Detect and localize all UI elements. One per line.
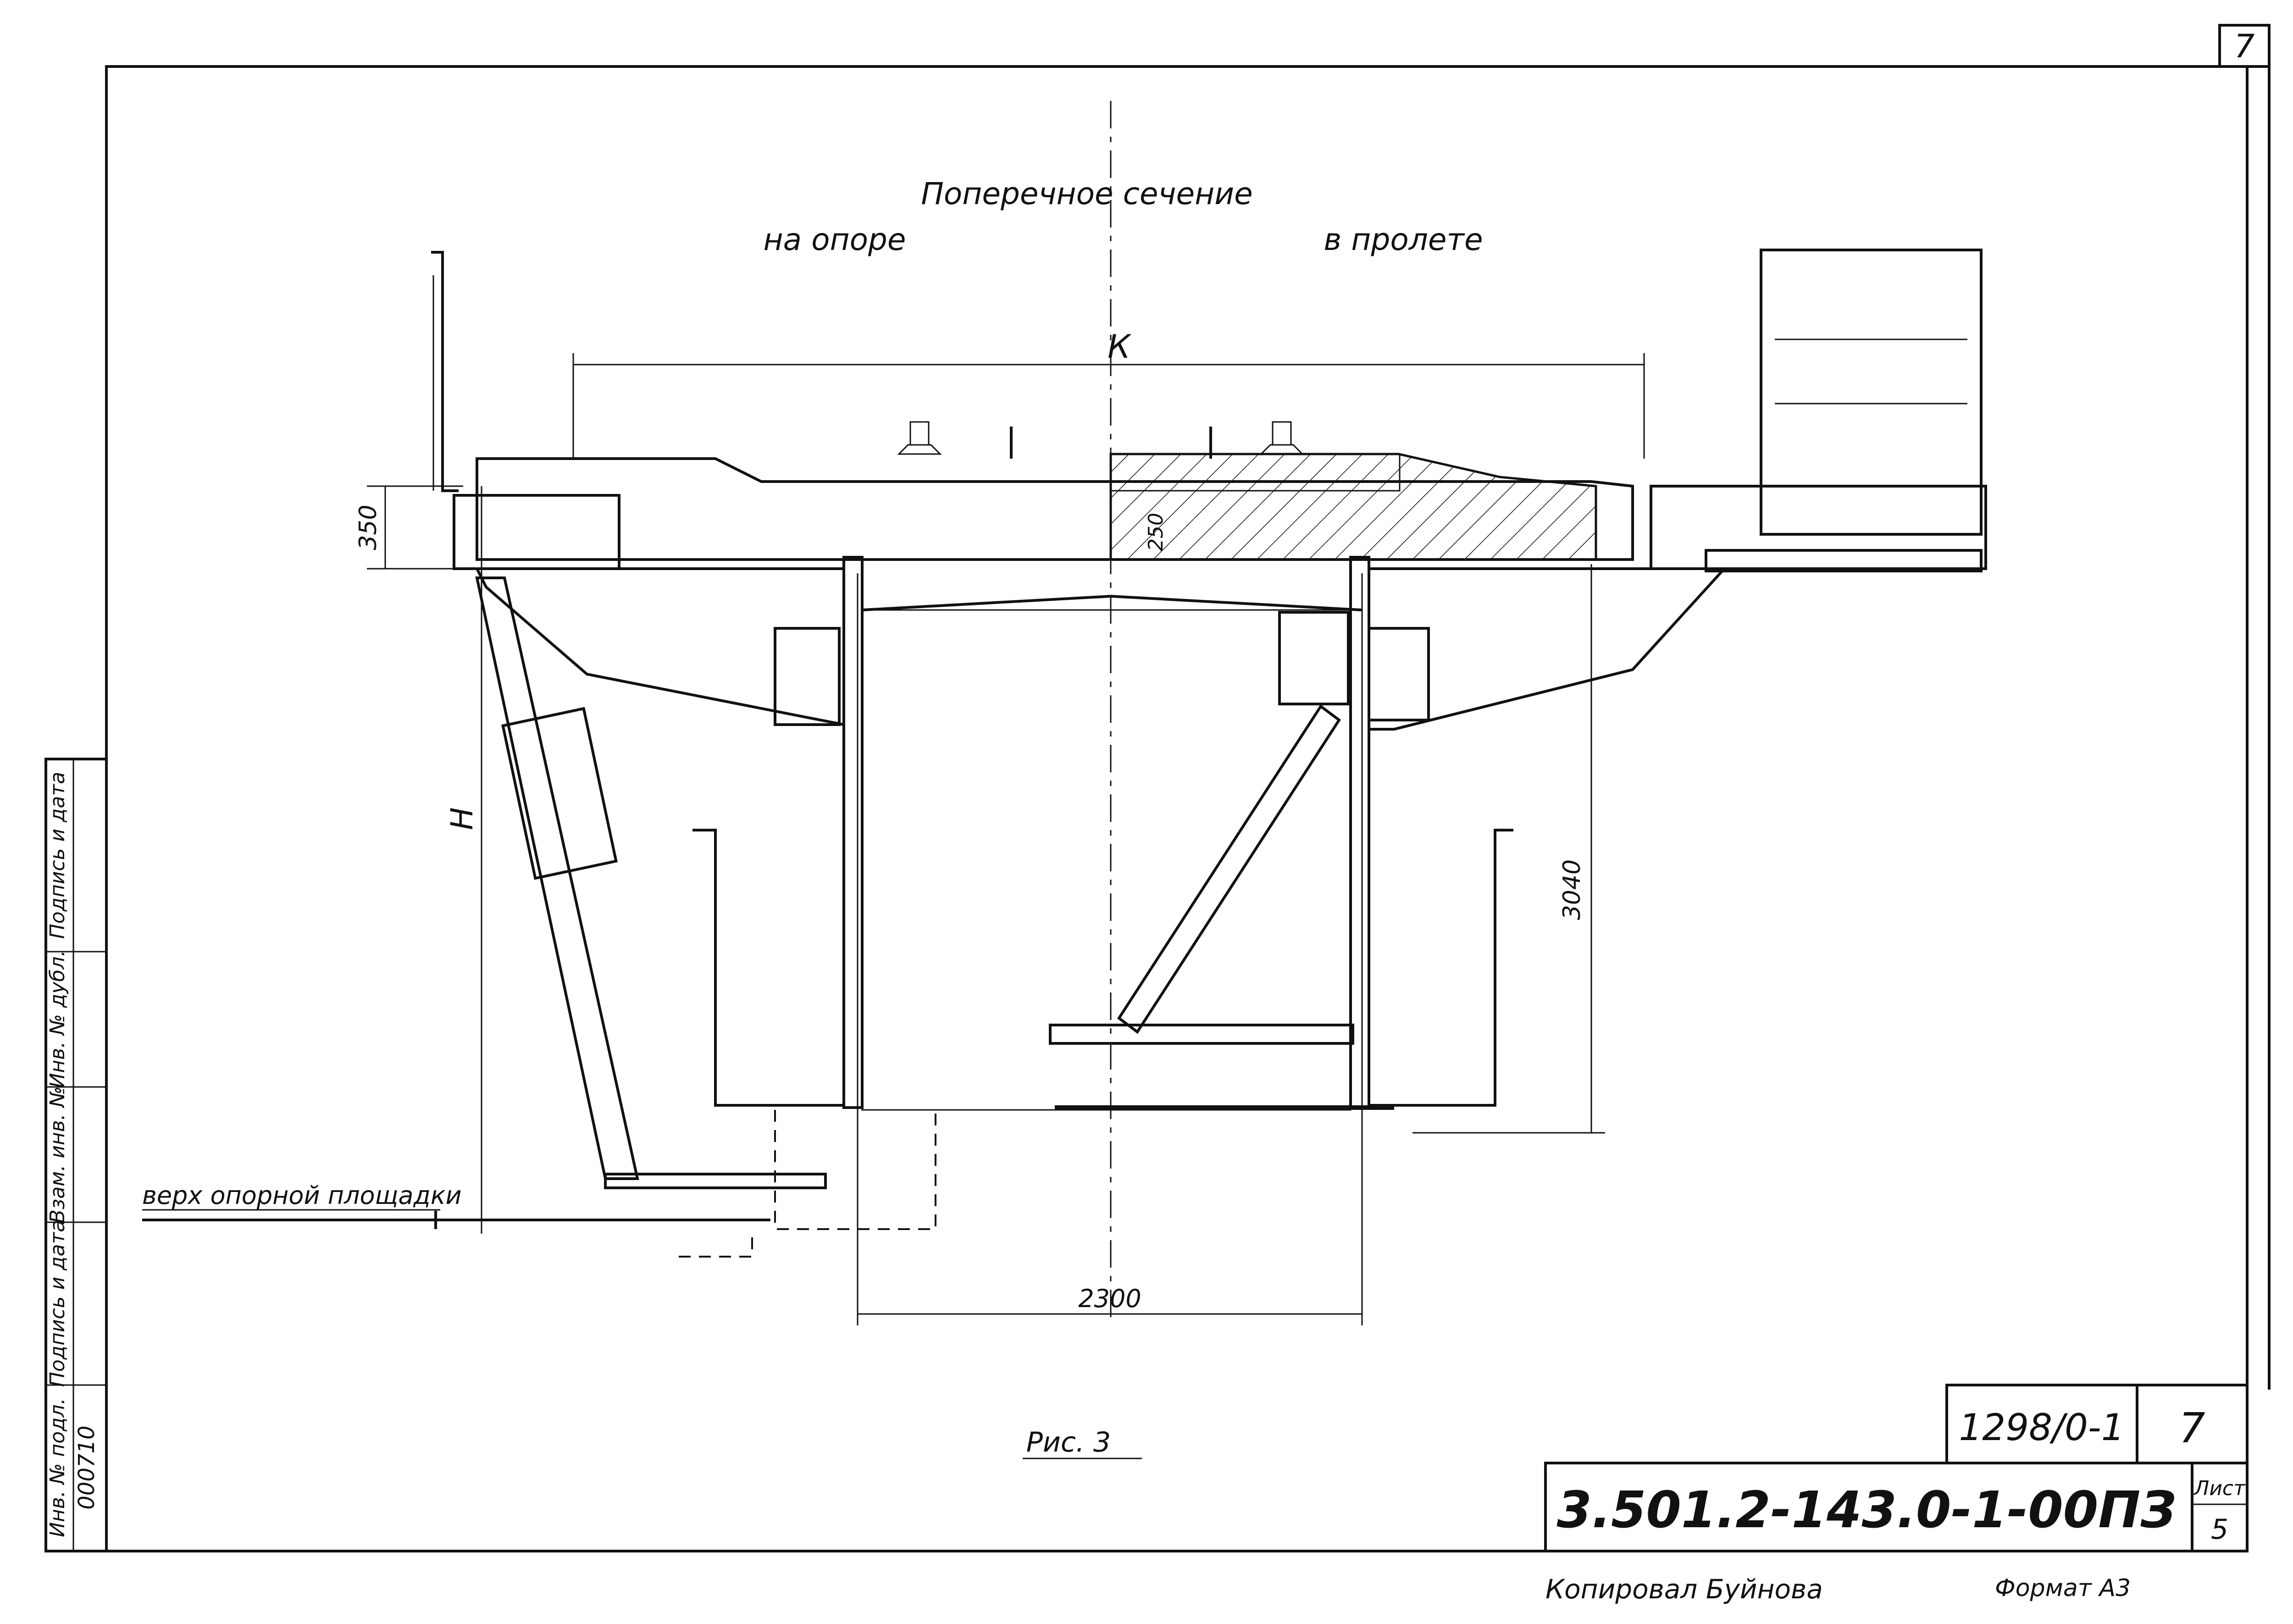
ballast-strip [1110, 453, 1401, 492]
corner-number-box [2218, 24, 2271, 68]
support-strut-brace [501, 707, 618, 880]
walkway-right-frame [1760, 249, 1983, 536]
bracket-left [475, 567, 845, 726]
support-strut-left [475, 576, 639, 1180]
stamp-cell-3: Взам. инв. № [46, 1086, 69, 1224]
stamp-inventory-value: 000710 [74, 1425, 100, 1509]
title-order-no: 1298/0-1 [1959, 1406, 2124, 1449]
support-top-label: верх опорной площадки [142, 1181, 462, 1210]
dim-3040-label: 3040 [1558, 859, 1586, 920]
splice-left [774, 627, 841, 726]
title-order-sheet: 7 [2179, 1404, 2205, 1452]
footer-copied-by: Копировал Буйнова [1545, 1574, 1823, 1605]
dim-k-label: К [1108, 328, 1132, 366]
section-title: Поперечное сечение [921, 176, 1253, 211]
splice-right [1368, 627, 1430, 721]
title-sheet-label: Лист [2193, 1477, 2246, 1500]
figure-caption: Рис. 3 [1026, 1426, 1111, 1458]
title-block [1544, 1384, 2249, 1552]
girder-left [842, 556, 864, 1109]
dim-h-label: Н [444, 807, 480, 830]
diagonal-brace [1117, 704, 1341, 1034]
stamp-cell-5: Инв. № подл. [46, 1398, 69, 1537]
form-panel-right [1369, 829, 1513, 1107]
splice-center [1278, 611, 1350, 705]
corner-number: 7 [2234, 28, 2255, 65]
pier-outline [774, 1110, 936, 1230]
label-support: на опоре [764, 222, 906, 257]
walkway-right-deck [1650, 485, 1987, 570]
side-stamp [44, 758, 108, 1552]
label-span: в пролете [1324, 222, 1483, 257]
stamp-cell-1: Подпись и дата [46, 772, 69, 939]
footer-format: Формат А3 [1995, 1574, 2131, 1602]
walkway-left [453, 494, 620, 570]
stamp-cell-2: Инв. № дубл. [46, 950, 69, 1088]
support-base-plate [604, 1173, 827, 1189]
rail-left [897, 421, 942, 455]
rail-right [1259, 421, 1304, 455]
deck-slab [476, 457, 1634, 561]
title-sheet-no: 5 [2211, 1513, 2228, 1546]
bracket-right [1368, 567, 1728, 731]
sheet-frame [105, 65, 2249, 1552]
dim-2300-label: 2300 [1078, 1284, 1141, 1313]
girder-box-interior [861, 609, 1351, 1111]
girder-box [862, 594, 1363, 611]
cross-beam [1049, 1024, 1354, 1045]
pier-step [679, 1229, 753, 1258]
stamp-cell-4: Подпись и дата [46, 1220, 69, 1387]
title-designation: 3.501.2-143.0-1-00ПЗ [1557, 1480, 2177, 1539]
ballast-hatch [1109, 453, 1597, 561]
form-panel-left [692, 829, 844, 1107]
walkway-right-bracket [1705, 549, 1983, 572]
railing-left [431, 251, 459, 492]
dim-350-label: 350 [354, 504, 382, 550]
